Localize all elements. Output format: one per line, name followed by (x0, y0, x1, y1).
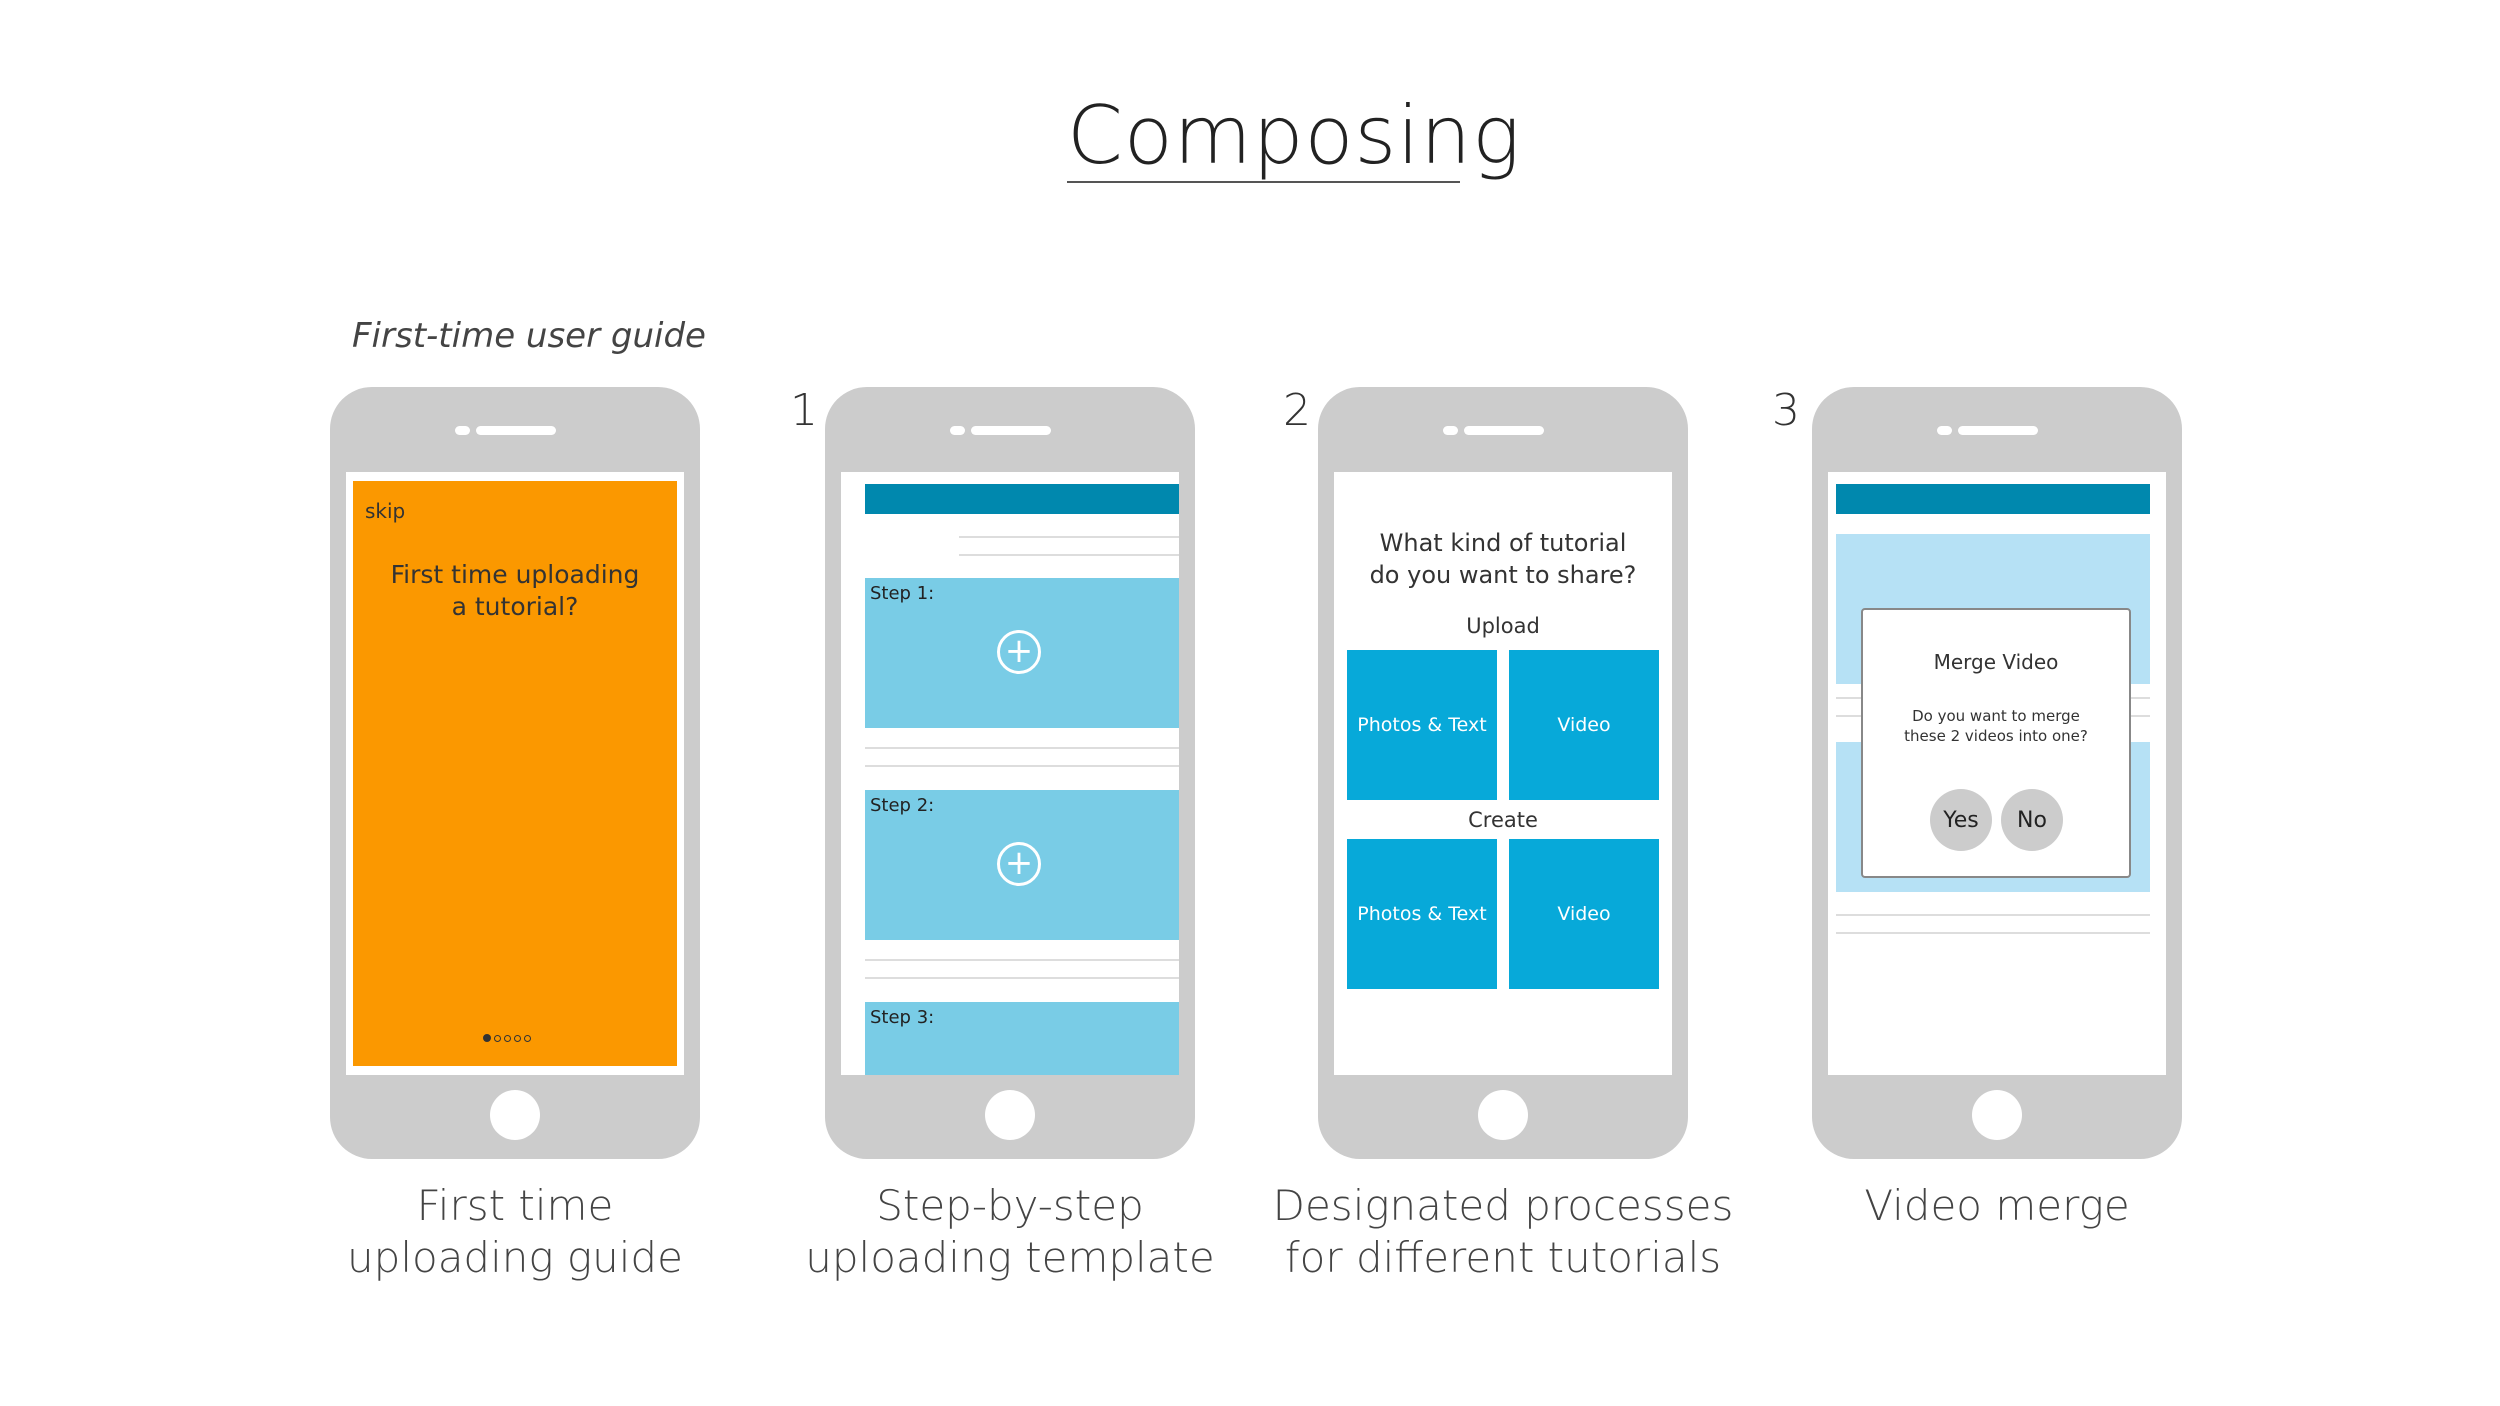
phone-step-template: Step 1: + Step 2: + Step 3: (825, 387, 1195, 1159)
step-label: Step 3: (870, 1007, 935, 1028)
caption-line: uploading guide (347, 1233, 683, 1282)
dialog-title: Merge Video (1933, 650, 2059, 674)
speaker-icon (1958, 426, 2038, 435)
text-line (865, 977, 1179, 979)
step-number-3: 3 (1772, 385, 1800, 436)
page-dot-active[interactable] (483, 1034, 491, 1042)
speaker-icon (1464, 426, 1544, 435)
onboarding-question: First time uploading a tutorial? (353, 559, 677, 623)
caption-line: Designated processes (1272, 1181, 1734, 1230)
text-line (865, 765, 1179, 767)
camera-dot (1937, 426, 1952, 435)
page-dot[interactable] (524, 1034, 531, 1042)
caption-step-template: Step-by-step uploading template (760, 1180, 1260, 1284)
onboarding-question-line2: a tutorial? (451, 592, 579, 621)
caption-line: First time (416, 1181, 614, 1230)
question-line1: What kind of tutorial (1379, 529, 1627, 557)
text-line (865, 959, 1179, 961)
phone-first-time-guide: skip First time uploading a tutorial? (330, 387, 700, 1159)
camera-dot (455, 426, 470, 435)
step-number-1: 1 (790, 385, 818, 436)
speaker-icon (476, 426, 556, 435)
text-line (959, 536, 1179, 538)
text-line (1836, 932, 2150, 934)
question-line2: do you want to share? (1369, 561, 1637, 589)
upload-heading: Upload (1466, 614, 1540, 638)
header-bar (1836, 484, 2150, 514)
phone-screen: skip First time uploading a tutorial? (346, 472, 684, 1075)
onboarding-question-line1: First time uploading (390, 560, 640, 589)
home-button[interactable] (1478, 1090, 1528, 1140)
camera-dot (1443, 426, 1458, 435)
caption-designated-processes: Designated processes for different tutor… (1253, 1180, 1753, 1284)
text-line (1836, 914, 2150, 916)
yes-button[interactable]: Yes (1930, 789, 1992, 851)
dialog-message: Do you want to merge these 2 videos into… (1863, 706, 2129, 746)
caption-line: Step-by-step (876, 1181, 1144, 1230)
step-label: Step 2: (870, 795, 935, 816)
pagination-dots[interactable] (483, 1034, 531, 1042)
text-line (959, 554, 1179, 556)
upload-video-button[interactable]: Video (1509, 650, 1659, 800)
page-dot[interactable] (504, 1034, 511, 1042)
phone-screen: What kind of tutorial do you want to sha… (1334, 472, 1672, 1075)
title-underline (1067, 181, 1460, 183)
step-card-1[interactable]: Step 1: + (865, 578, 1179, 728)
phone-screen: Step 1: + Step 2: + Step 3: (841, 472, 1179, 1075)
camera-dot (950, 426, 965, 435)
onboarding-panel: skip First time uploading a tutorial? (353, 481, 677, 1066)
merge-video-dialog: Merge Video Do you want to merge these 2… (1861, 608, 2131, 878)
dialog-message-line1: Do you want to merge (1912, 707, 2080, 725)
step-card-2[interactable]: Step 2: + (865, 790, 1179, 940)
skip-link[interactable]: skip (365, 499, 406, 523)
first-time-guide-label: First-time user guide (352, 316, 706, 356)
add-plus-icon[interactable]: + (997, 842, 1041, 886)
header-bar (865, 484, 1179, 514)
phone-designated-processes: What kind of tutorial do you want to sha… (1318, 387, 1688, 1159)
caption-line: Video merge (1864, 1181, 2130, 1230)
home-button[interactable] (1972, 1090, 2022, 1140)
step-card-3[interactable]: Step 3: (865, 1002, 1179, 1075)
add-plus-icon[interactable]: + (997, 630, 1041, 674)
caption-line: uploading template (805, 1233, 1215, 1282)
step-number-2: 2 (1283, 385, 1311, 436)
home-button[interactable] (490, 1090, 540, 1140)
upload-photos-text-button[interactable]: Photos & Text (1347, 650, 1497, 800)
page-dot[interactable] (494, 1034, 501, 1042)
create-heading: Create (1468, 808, 1538, 832)
text-line (865, 747, 1179, 749)
caption-video-merge: Video merge (1747, 1180, 2247, 1232)
page-title: Composing (1067, 89, 1522, 182)
step-label: Step 1: (870, 583, 935, 604)
caption-line: for different tutorials (1284, 1233, 1722, 1282)
caption-first-time-guide: First time uploading guide (265, 1180, 765, 1284)
dialog-message-line2: these 2 videos into one? (1904, 727, 2088, 745)
create-video-button[interactable]: Video (1509, 839, 1659, 989)
speaker-icon (971, 426, 1051, 435)
create-photos-text-button[interactable]: Photos & Text (1347, 839, 1497, 989)
tutorial-type-question: What kind of tutorial do you want to sha… (1334, 527, 1672, 591)
phone-video-merge: Merge Video Do you want to merge these 2… (1812, 387, 2182, 1159)
home-button[interactable] (985, 1090, 1035, 1140)
page-dot[interactable] (514, 1034, 521, 1042)
no-button[interactable]: No (2001, 789, 2063, 851)
phone-screen: Merge Video Do you want to merge these 2… (1828, 472, 2166, 1075)
